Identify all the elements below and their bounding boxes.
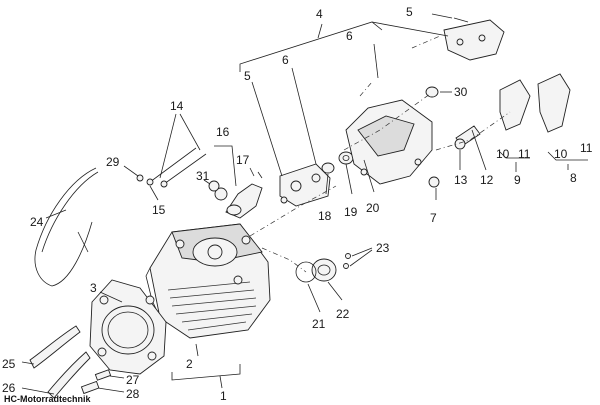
plug-30 xyxy=(425,86,439,98)
callout-28: 28 xyxy=(126,387,140,401)
callout-15: 15 xyxy=(152,203,166,217)
callout-22: 22 xyxy=(336,307,350,321)
callout-30: 30 xyxy=(454,85,468,99)
callout-29: 29 xyxy=(106,155,120,169)
washer-18 xyxy=(321,162,335,174)
callout-5-top: 5 xyxy=(406,5,413,19)
chain-guide-25 xyxy=(29,325,81,369)
callout-14: 14 xyxy=(170,99,184,113)
callout-26: 26 xyxy=(2,381,16,395)
callout-9: 9 xyxy=(514,173,521,187)
callout-10-b: 10 xyxy=(554,147,568,161)
seal-31 xyxy=(208,180,220,192)
callout-20: 20 xyxy=(366,201,380,215)
spark-plug-13 xyxy=(454,125,481,150)
dowel-pin-28 xyxy=(80,380,100,395)
callout-labels: 1 2 3 4 5 5 6 6 7 8 9 10 10 11 11 12 13 … xyxy=(2,5,593,403)
ring-19 xyxy=(338,151,354,165)
screws-23 xyxy=(343,253,351,269)
assembly-lines xyxy=(249,35,511,273)
timing-chain xyxy=(34,167,99,287)
callout-21: 21 xyxy=(312,317,326,331)
rocker-arm-support-left xyxy=(279,163,331,207)
callout-19: 19 xyxy=(344,205,358,219)
head-gasket xyxy=(89,279,167,375)
nut-7 xyxy=(428,176,440,188)
callout-18: 18 xyxy=(318,209,332,223)
watermark-text: HC-Motorradtechnik xyxy=(4,394,91,404)
o-ring-21 xyxy=(295,261,317,283)
upper-bracket xyxy=(443,17,505,61)
callout-24: 24 xyxy=(30,215,44,229)
callout-11-b: 11 xyxy=(580,141,593,155)
callout-16: 16 xyxy=(216,125,230,139)
callout-5-left: 5 xyxy=(244,69,251,83)
cover-22 xyxy=(311,258,337,282)
callout-1: 1 xyxy=(220,389,227,403)
dowel-pin-27 xyxy=(94,369,112,381)
callout-17: 17 xyxy=(236,153,250,167)
rocker-cover xyxy=(345,99,433,185)
leader-lines xyxy=(21,13,588,395)
callout-4: 4 xyxy=(316,7,323,21)
callout-7: 7 xyxy=(430,211,437,225)
cylinder-head xyxy=(145,223,271,339)
callout-13: 13 xyxy=(454,173,468,187)
callout-27: 27 xyxy=(126,373,140,387)
stud-bolts-14 xyxy=(146,147,207,188)
callout-10-a: 10 xyxy=(496,147,510,161)
callout-23: 23 xyxy=(376,241,390,255)
callout-11-a: 11 xyxy=(518,147,531,161)
callout-3: 3 xyxy=(90,281,97,295)
rocker-arm-8 xyxy=(537,73,571,133)
callout-8: 8 xyxy=(570,171,577,185)
screw-29 xyxy=(136,174,144,182)
chain-guide-26 xyxy=(47,351,91,399)
rocker-arm-9 xyxy=(499,79,531,131)
callout-31: 31 xyxy=(196,169,210,183)
callout-6-top: 6 xyxy=(346,29,353,43)
callout-12: 12 xyxy=(480,173,494,187)
callout-6-left: 6 xyxy=(282,53,289,67)
callout-25: 25 xyxy=(2,357,16,371)
camshaft xyxy=(214,171,263,219)
callout-2: 2 xyxy=(186,357,193,371)
